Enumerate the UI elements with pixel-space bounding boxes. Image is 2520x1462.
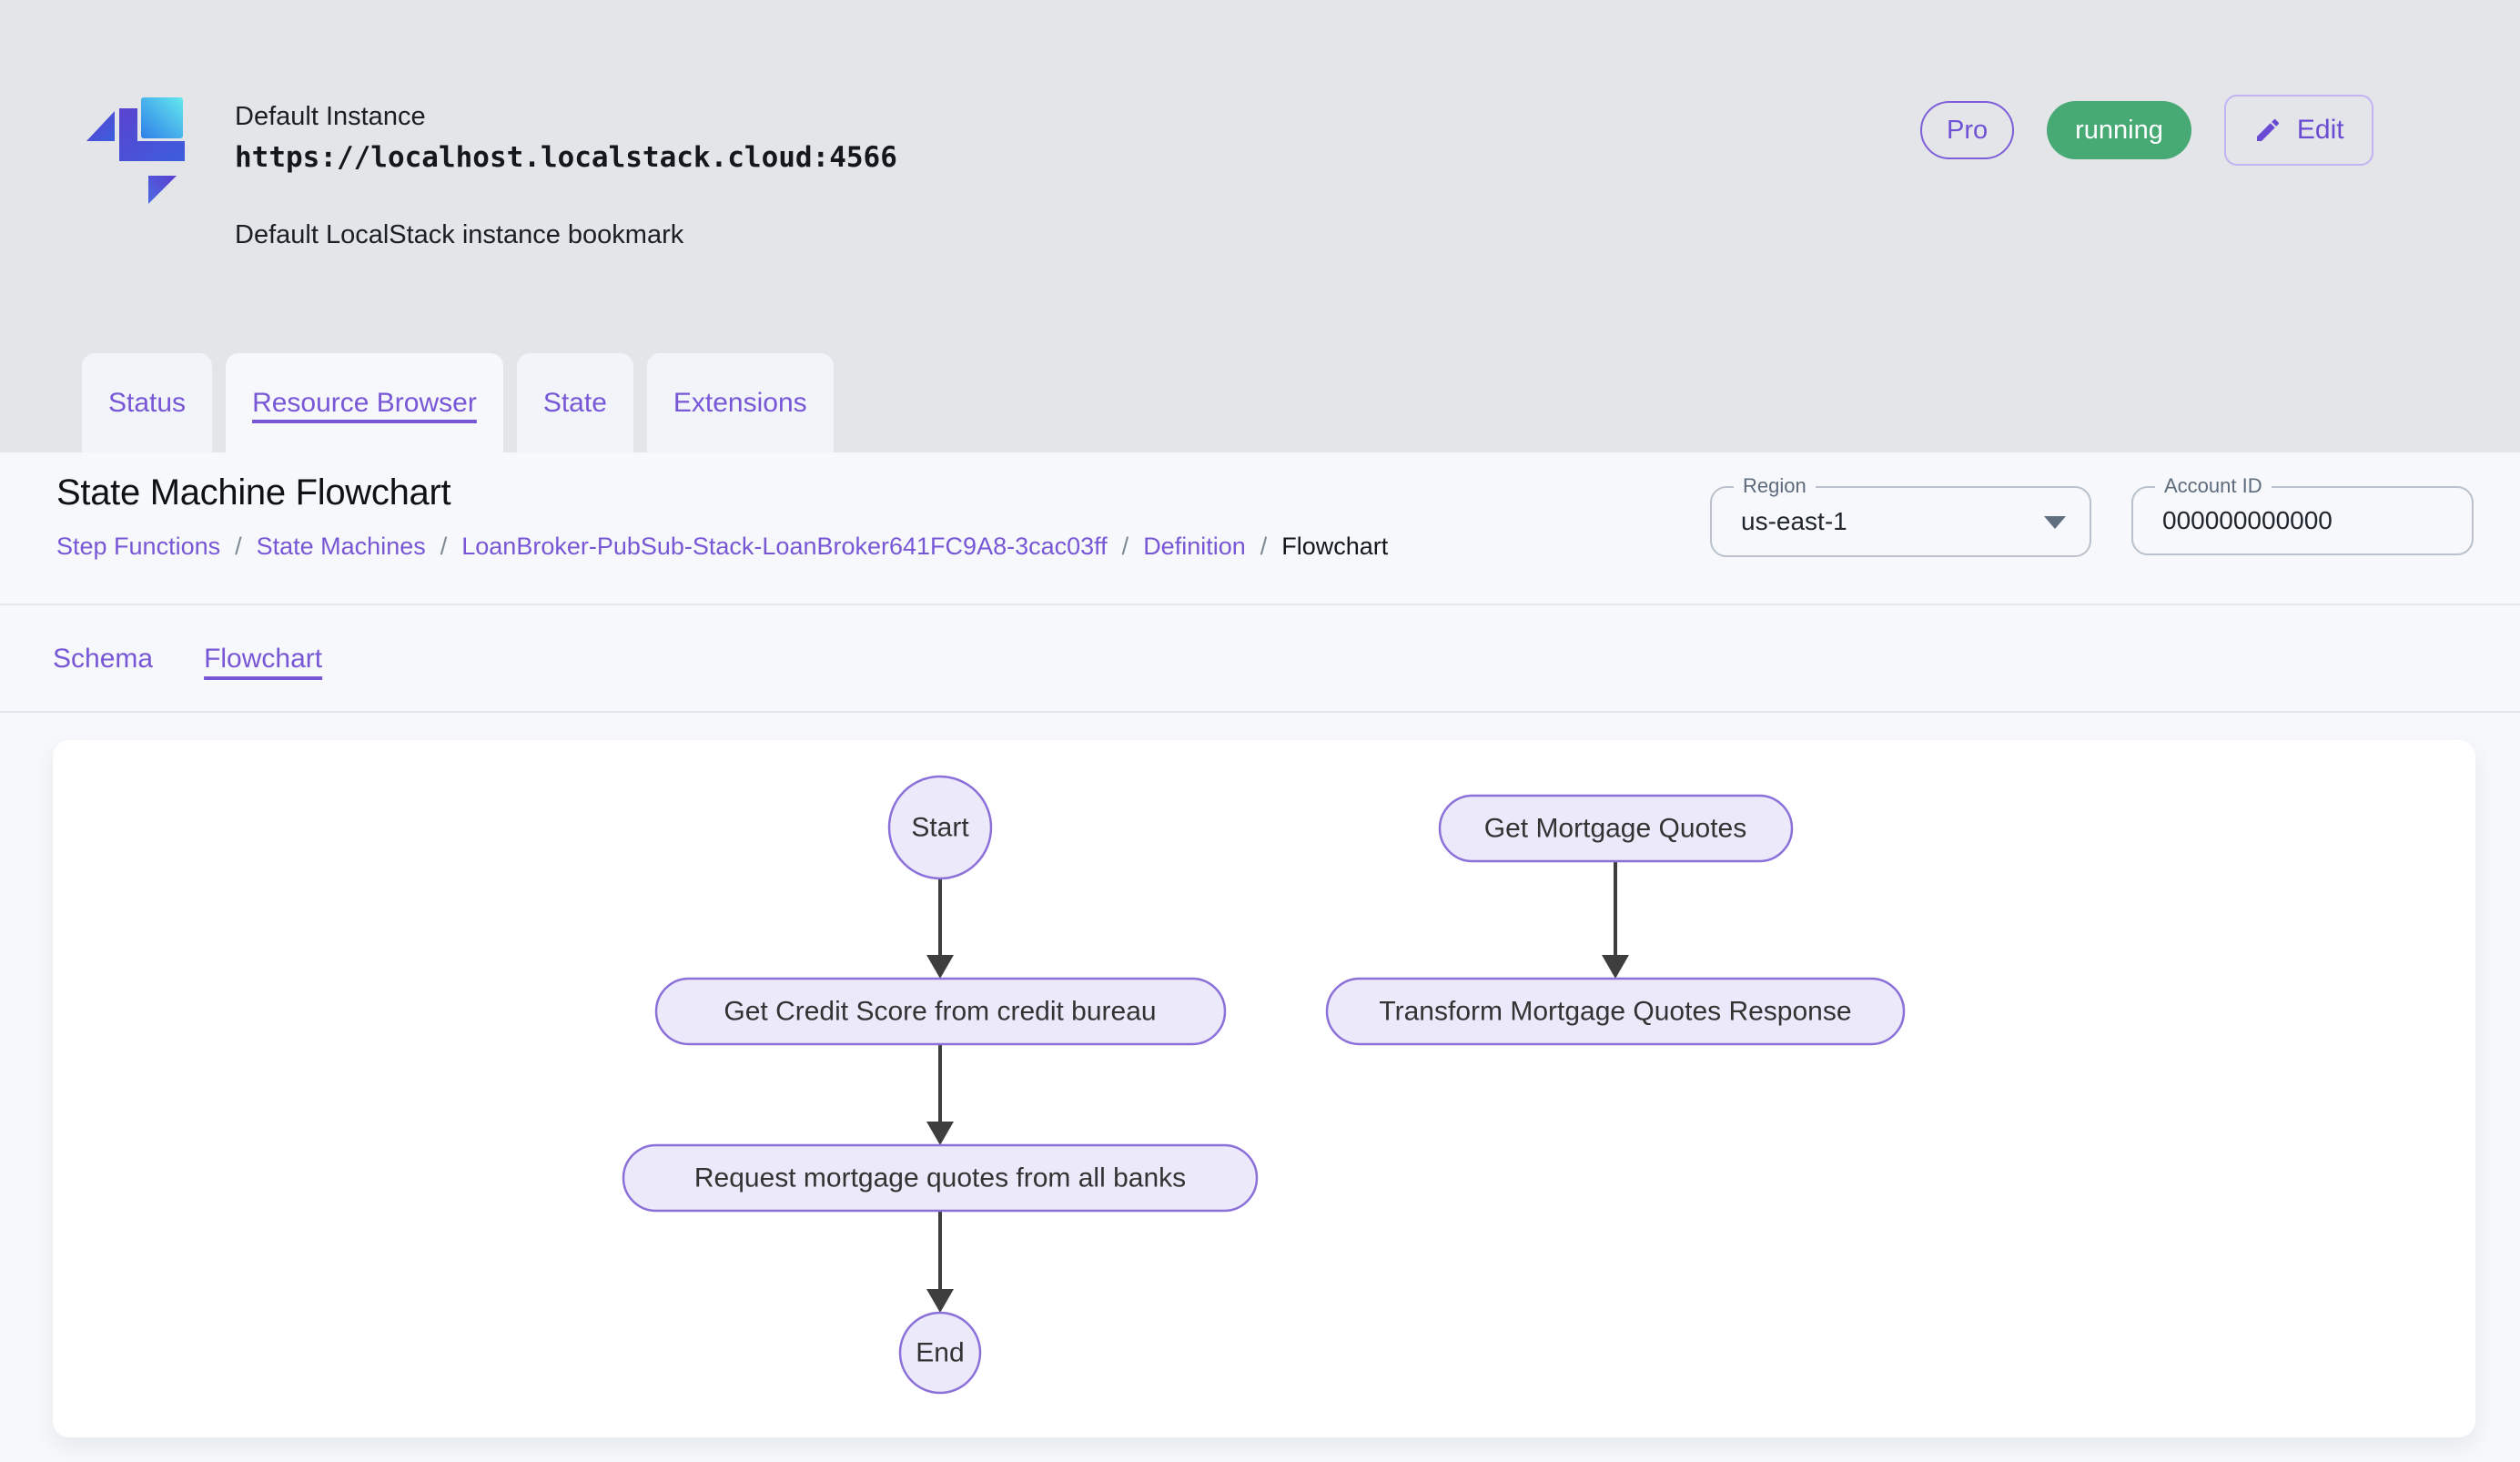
- region-select-value: us-east-1: [1741, 507, 1847, 535]
- tab-status[interactable]: Status: [82, 353, 213, 452]
- tab-resource-browser-label: Resource Browser: [252, 387, 477, 418]
- subtab-flowchart[interactable]: Flowchart: [204, 644, 323, 674]
- flow-node-start: Start: [887, 775, 993, 880]
- edit-pencil-icon: [2256, 118, 2279, 141]
- tab-status-label: Status: [108, 387, 187, 418]
- pro-badge: Pro: [1920, 101, 2015, 159]
- tab-extensions-label: Extensions: [673, 387, 807, 418]
- state-machine-flowchart: Start Get Mortgage Quotes Get Credit Sco…: [622, 775, 1906, 1395]
- breadcrumb-state-machine-name[interactable]: LoanBroker-PubSub-Stack-LoanBroker641FC9…: [461, 533, 1108, 560]
- flow-node-end: End: [898, 1311, 982, 1395]
- breadcrumb-definition[interactable]: Definition: [1143, 533, 1246, 560]
- breadcrumb-separator: /: [440, 533, 448, 560]
- edit-button[interactable]: Edit: [2223, 95, 2373, 166]
- flow-node-start-label: Start: [911, 813, 969, 843]
- flowchart-card: Start Get Mortgage Quotes Get Credit Sco…: [53, 740, 2475, 1437]
- subtab-schema[interactable]: Schema: [53, 644, 154, 674]
- status-badge: running: [2047, 101, 2191, 159]
- region-select-label: Region: [1734, 474, 1816, 498]
- flow-node-request-quotes: Request mortgage quotes from all banks: [622, 1143, 1259, 1213]
- definition-subtabs: Schema Flowchart: [53, 637, 322, 681]
- instance-url: https://localhost.localstack.cloud:4566: [235, 141, 897, 174]
- flow-node-transform-response-label: Transform Mortgage Quotes Response: [1379, 997, 1851, 1027]
- account-id-field[interactable]: Account ID 000000000000: [2131, 474, 2474, 555]
- header-divider: [0, 604, 2520, 605]
- flow-node-get-credit-score-label: Get Credit Score from credit bureau: [724, 997, 1156, 1027]
- edge-start-to-credit-score: [926, 878, 954, 979]
- tab-extensions[interactable]: Extensions: [646, 353, 834, 452]
- flow-node-get-mortgage-quotes-label: Get Mortgage Quotes: [1484, 814, 1747, 844]
- breadcrumb-state-machines[interactable]: State Machines: [256, 533, 426, 560]
- tab-resource-browser[interactable]: Resource Browser: [226, 353, 503, 452]
- tab-state-label: State: [542, 387, 607, 418]
- breadcrumb-step-functions[interactable]: Step Functions: [56, 533, 221, 560]
- chevron-down-icon: [2044, 516, 2066, 529]
- breadcrumb-separator: /: [235, 533, 242, 560]
- flow-node-end-label: End: [916, 1338, 964, 1368]
- account-id-value: 000000000000: [2162, 506, 2333, 534]
- breadcrumb-separator: /: [1260, 533, 1268, 560]
- breadcrumb-separator: /: [1121, 533, 1129, 560]
- account-id-label: Account ID: [2155, 474, 2272, 498]
- region-select[interactable]: Region us-east-1: [1710, 474, 2091, 557]
- flow-node-get-credit-score: Get Credit Score from credit bureau: [654, 977, 1227, 1046]
- edge-credit-score-to-request: [926, 1044, 954, 1145]
- instance-description: Default LocalStack instance bookmark: [235, 220, 684, 249]
- flow-node-request-quotes-label: Request mortgage quotes from all banks: [694, 1163, 1186, 1193]
- subtabs-divider: [0, 711, 2520, 713]
- edge-mortgage-quotes-to-transform: [1602, 861, 1629, 979]
- breadcrumb: Step Functions / State Machines / LoanBr…: [56, 533, 1388, 561]
- edge-request-to-end: [926, 1211, 954, 1313]
- flow-node-get-mortgage-quotes: Get Mortgage Quotes: [1438, 794, 1794, 863]
- localstack-logo: [86, 97, 185, 204]
- flow-node-transform-response: Transform Mortgage Quotes Response: [1325, 977, 1906, 1046]
- tab-state[interactable]: State: [516, 353, 633, 452]
- instance-name: Default Instance: [235, 102, 426, 131]
- edit-button-label: Edit: [2296, 115, 2344, 145]
- breadcrumb-flowchart: Flowchart: [1281, 533, 1389, 560]
- topbar-actions: Pro running Edit: [1920, 91, 2373, 169]
- page-title: State Machine Flowchart: [56, 472, 451, 513]
- main-tabs: Status Resource Browser State Extensions: [82, 353, 834, 452]
